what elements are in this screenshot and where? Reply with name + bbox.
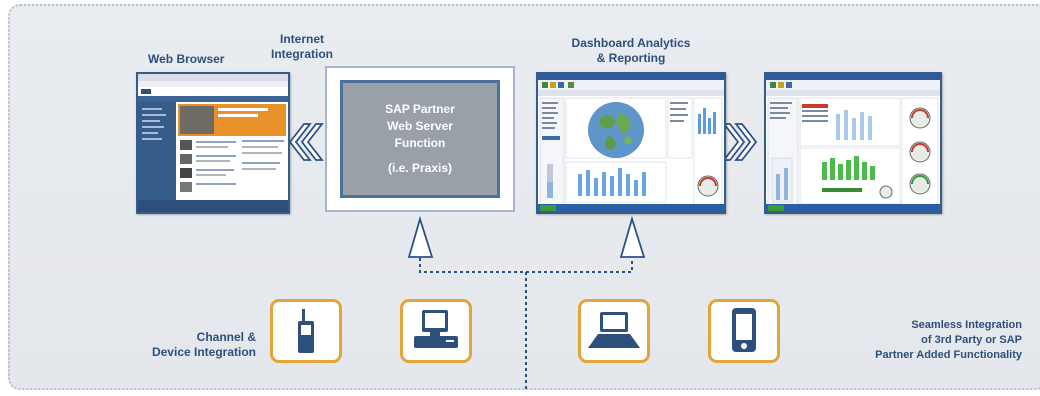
seamless-line-3: Partner Added Functionality bbox=[875, 349, 1022, 361]
up-arrow-right bbox=[619, 215, 646, 258]
up-arrow-left bbox=[407, 215, 434, 258]
sap-partner-inner-box: SAP Partner Web Server Function (i.e. Pr… bbox=[340, 80, 500, 198]
double-chevron-left-icon bbox=[288, 123, 324, 161]
desktop-computer-device bbox=[400, 299, 472, 363]
internet-integration-label: Internet Integration bbox=[262, 32, 342, 62]
sap-box-line-4: (i.e. Praxis) bbox=[387, 161, 453, 175]
seamless-line-1: Seamless Integration bbox=[911, 319, 1022, 331]
seamless-line-2: of 3rd Party or SAP bbox=[921, 334, 1022, 346]
dashboard-gauges-thumbnail bbox=[766, 74, 940, 212]
double-chevron-right-icon bbox=[722, 123, 758, 161]
smartphone-icon bbox=[732, 308, 756, 352]
internet-integration-line-1: Internet bbox=[279, 32, 324, 46]
sap-box-line-1: SAP Partner bbox=[385, 102, 455, 116]
web-browser-label: Web Browser bbox=[148, 52, 225, 66]
laptop-icon bbox=[588, 312, 640, 348]
walkie-talkie-device bbox=[270, 299, 342, 363]
dotted-connector bbox=[419, 258, 633, 273]
dashboard-screenshot-gauges bbox=[764, 72, 942, 214]
sap-box-line-2: Web Server bbox=[387, 119, 453, 133]
web-page-thumbnail bbox=[138, 74, 288, 212]
channel-line-2: Device Integration bbox=[151, 345, 256, 359]
dashboard-map-thumbnail bbox=[538, 74, 724, 212]
seamless-integration-label: Seamless Integration of 3rd Party or SAP… bbox=[830, 318, 1022, 363]
sap-box-line-3: Function bbox=[394, 136, 446, 150]
desktop-computer-icon bbox=[414, 310, 458, 348]
dashboard-analytics-label: Dashboard Analytics & Reporting bbox=[546, 36, 716, 66]
dashboard-line-2: & Reporting bbox=[596, 51, 666, 65]
channel-line-1: Channel & bbox=[196, 330, 256, 344]
smartphone-device bbox=[708, 299, 780, 363]
channel-device-label: Channel & Device Integration bbox=[130, 330, 256, 360]
internet-integration-line-2: Integration bbox=[271, 47, 333, 61]
dashboard-line-1: Dashboard Analytics bbox=[571, 36, 691, 50]
dashboard-screenshot-map bbox=[536, 72, 726, 214]
sap-partner-web-server-box: SAP Partner Web Server Function (i.e. Pr… bbox=[325, 66, 515, 212]
laptop-device bbox=[578, 299, 650, 363]
walkie-talkie-icon bbox=[298, 309, 314, 353]
web-browser-screenshot bbox=[136, 72, 290, 214]
